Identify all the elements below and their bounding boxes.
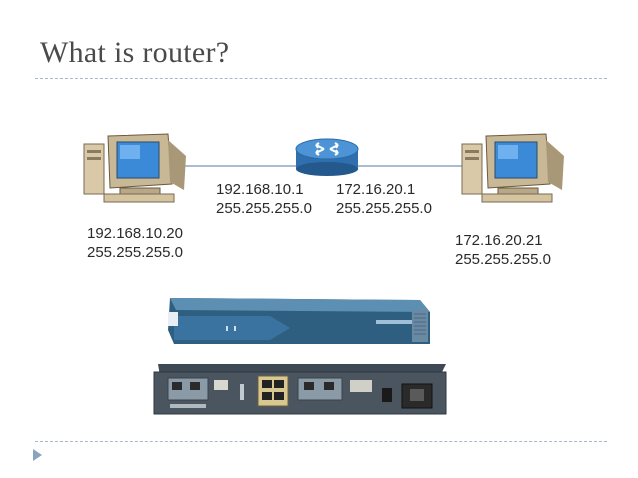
left-host-mask: 255.255.255.0 [87, 244, 183, 261]
router-icon [295, 138, 359, 176]
router-right-ip: 172.16.20.1 [336, 181, 416, 198]
left-host-label: 192.168.10.20 255.255.255.0 [87, 224, 183, 262]
router-right-port-label: 172.16.20.1 255.255.255.0 [336, 180, 432, 218]
router-left-ip: 192.168.10.1 [216, 181, 304, 198]
left-computer-icon [83, 133, 186, 203]
right-computer-icon [461, 133, 564, 203]
slide-bullet-icon [33, 449, 42, 461]
title-divider [35, 78, 607, 79]
right-host-ip: 172.16.20.21 [455, 232, 543, 249]
router-left-port-label: 192.168.10.1 255.255.255.0 [216, 180, 312, 218]
right-host-label: 172.16.20.21 255.255.255.0 [455, 231, 551, 269]
router-hardware-image [153, 298, 447, 415]
router-left-mask: 255.255.255.0 [216, 200, 312, 217]
right-host-mask: 255.255.255.0 [455, 251, 551, 268]
footer-divider [35, 441, 607, 442]
left-host-ip: 192.168.10.20 [87, 225, 183, 242]
router-right-mask: 255.255.255.0 [336, 200, 432, 217]
slide-title: What is router? [40, 36, 230, 69]
